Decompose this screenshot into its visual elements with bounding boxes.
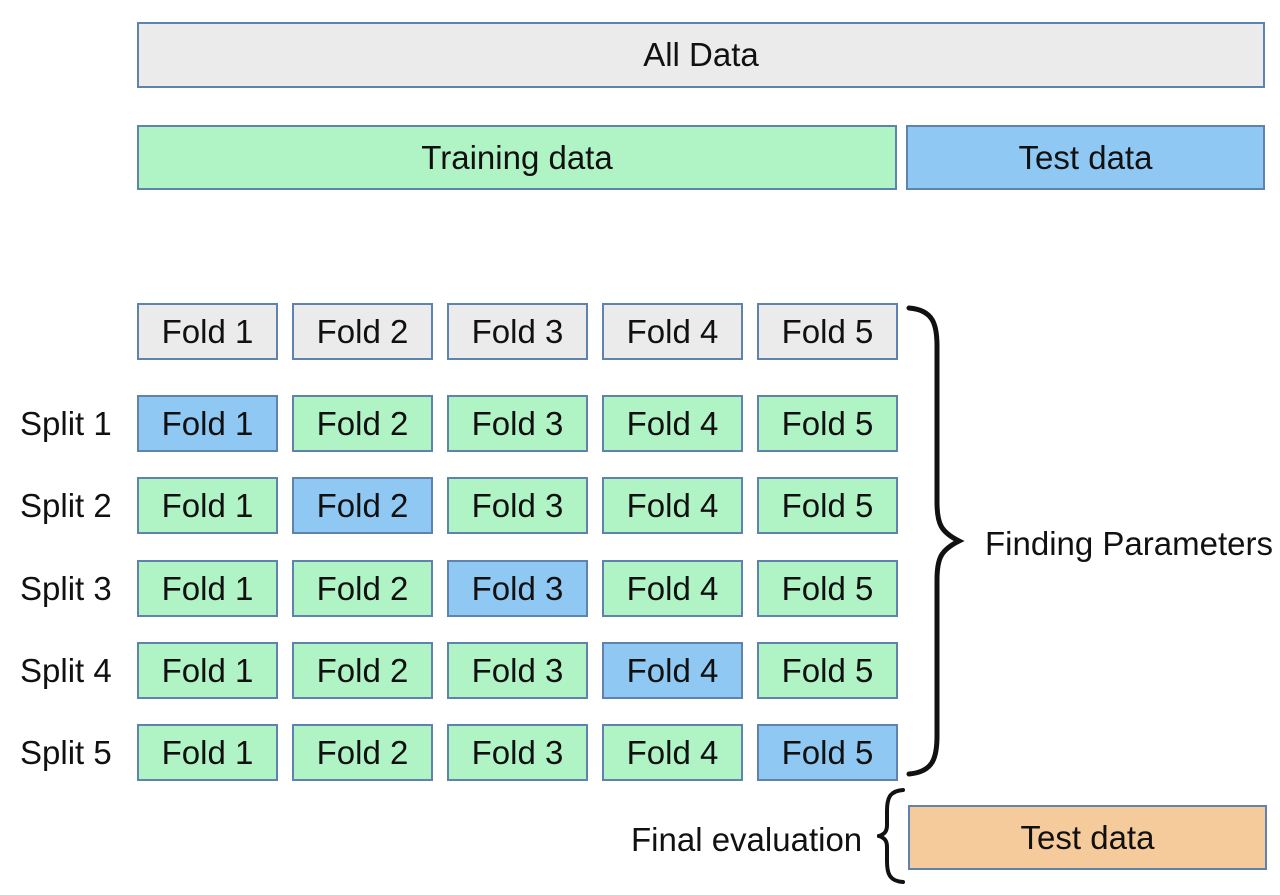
- fold-cell: Fold 2: [292, 642, 433, 699]
- training-data-bar: Training data: [137, 125, 897, 190]
- fold-cell: Fold 2: [292, 395, 433, 452]
- fold-cell: Fold 3: [447, 395, 588, 452]
- test-data-bar: Test data: [906, 125, 1265, 190]
- fold-cell: Fold 1: [137, 642, 278, 699]
- fold-cell: Fold 1: [137, 395, 278, 452]
- fold-header-5: Fold 5: [757, 303, 898, 360]
- fold-cell: Fold 1: [137, 724, 278, 781]
- finding-parameters-brace: [903, 302, 965, 780]
- split-4-label: Split 4: [20, 651, 112, 689]
- fold-cell: Fold 3: [447, 724, 588, 781]
- split-2-label: Split 2: [20, 486, 112, 524]
- fold-cell: Fold 1: [137, 477, 278, 534]
- fold-header-4: Fold 4: [602, 303, 743, 360]
- fold-cell: Fold 4: [602, 395, 743, 452]
- split-1-label: Split 1: [20, 404, 112, 442]
- all-data-bar: All Data: [137, 22, 1265, 88]
- fold-cell: Fold 4: [602, 560, 743, 617]
- finding-parameters-label: Finding Parameters: [985, 525, 1273, 562]
- fold-cell: Fold 2: [292, 724, 433, 781]
- final-test-data-bar: Test data: [908, 805, 1267, 870]
- fold-header-3: Fold 3: [447, 303, 588, 360]
- fold-cell: Fold 1: [137, 560, 278, 617]
- fold-cell: Fold 5: [757, 395, 898, 452]
- split-3-label: Split 3: [20, 569, 112, 607]
- fold-cell: Fold 5: [757, 642, 898, 699]
- fold-header-1: Fold 1: [137, 303, 278, 360]
- fold-header-2: Fold 2: [292, 303, 433, 360]
- fold-cell: Fold 3: [447, 642, 588, 699]
- final-evaluation-label: Final evaluation: [631, 821, 863, 858]
- fold-cell: Fold 5: [757, 724, 898, 781]
- split-5-label: Split 5: [20, 733, 112, 771]
- fold-cell: Fold 5: [757, 560, 898, 617]
- fold-cell: Fold 3: [447, 560, 588, 617]
- final-evaluation-brace: [877, 787, 909, 885]
- fold-cell: Fold 4: [602, 724, 743, 781]
- fold-cell: Fold 2: [292, 477, 433, 534]
- fold-cell: Fold 3: [447, 477, 588, 534]
- fold-cell: Fold 2: [292, 560, 433, 617]
- fold-cell: Fold 4: [602, 477, 743, 534]
- fold-cell: Fold 4: [602, 642, 743, 699]
- fold-cell: Fold 5: [757, 477, 898, 534]
